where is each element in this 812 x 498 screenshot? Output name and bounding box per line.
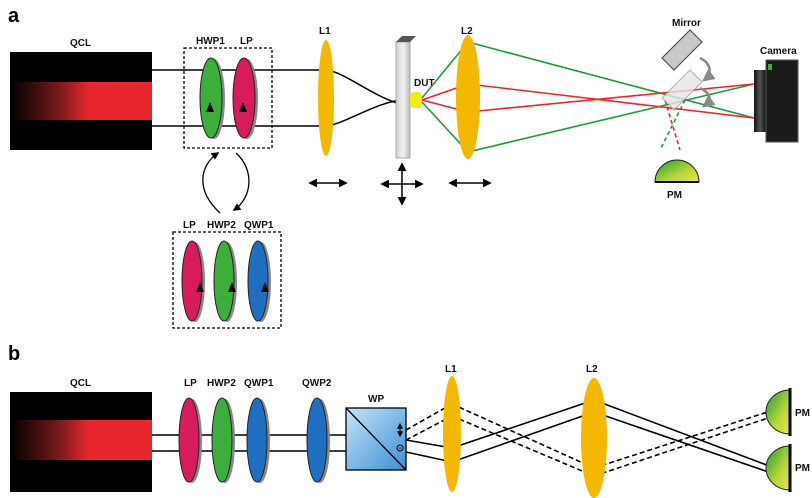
lens-l1-b[interactable] — [443, 376, 461, 492]
dut-label: DUT — [414, 78, 435, 89]
mirror-label: Mirror — [672, 18, 701, 29]
alt-lp-label: LP — [183, 220, 196, 231]
alt-qwp1-plate[interactable] — [247, 240, 271, 322]
power-meter-top-b — [765, 388, 792, 436]
lens-l2-b[interactable] — [581, 378, 607, 498]
lp-plate-a[interactable] — [232, 57, 258, 139]
polarization-arrow-icon — [196, 282, 204, 292]
qwp2-plate-b[interactable] — [306, 397, 330, 483]
dut-holder-top — [396, 36, 416, 42]
camera-label: Camera — [760, 46, 797, 57]
wp-label: WP — [368, 394, 384, 405]
flip-mirror[interactable] — [661, 29, 703, 111]
polarization-arrow-icon — [228, 282, 236, 292]
qwp1-plate-b[interactable] — [246, 397, 270, 483]
lp-plate-b[interactable] — [178, 397, 202, 483]
hwp1-plate[interactable] — [199, 57, 225, 139]
qcl-source-b — [10, 392, 152, 492]
l1-label-a: L1 — [319, 26, 331, 37]
waveplate-box-alt — [172, 231, 282, 329]
camera — [754, 59, 799, 143]
panel-a-letter: a — [8, 5, 20, 27]
pm-bottom-label-b: PM — [795, 463, 810, 474]
l2-label-a: L2 — [461, 26, 473, 37]
panel-b-letter: b — [8, 343, 20, 365]
qcl-label-b: QCL — [70, 378, 91, 389]
dut-sample[interactable] — [410, 92, 422, 108]
waveplate-box-a — [183, 47, 273, 149]
lp-label-a: LP — [240, 36, 253, 47]
dut-holder — [395, 41, 411, 159]
alt-hwp2-plate[interactable] — [213, 240, 237, 322]
beam-lines-a — [152, 69, 401, 127]
solid-beam-b — [405, 399, 781, 477]
polarization-arrow-icon — [396, 422, 404, 452]
pm-label-a: PM — [667, 190, 682, 201]
rotation-arrows-icon — [699, 56, 716, 108]
dashed-beam-b — [405, 403, 781, 477]
polarization-arrow-icon — [206, 102, 214, 112]
qwp2-label-b: QWP2 — [302, 378, 332, 389]
qcl-source-a — [10, 52, 152, 150]
polarization-arrow-icon — [261, 282, 269, 292]
qwp1-label-b: QWP1 — [244, 378, 274, 389]
qcl-label-a: QCL — [70, 38, 91, 49]
polarization-arrow-icon — [239, 102, 247, 112]
l2-label-b: L2 — [586, 364, 598, 375]
wollaston-prism[interactable] — [345, 407, 407, 471]
alt-hwp2-label: HWP2 — [207, 220, 236, 231]
hwp2-label-b: HWP2 — [207, 378, 236, 389]
lens-l2-a[interactable] — [456, 35, 480, 159]
pm-top-label-b: PM — [795, 408, 810, 419]
alt-qwp1-label: QWP1 — [244, 220, 274, 231]
alt-lp-plate[interactable] — [181, 240, 205, 322]
cross-arrow-icon — [380, 162, 424, 206]
lens-l1-a[interactable] — [318, 40, 334, 156]
lp-label-b: LP — [184, 378, 197, 389]
power-meter-a — [654, 159, 700, 183]
hwp1-label: HWP1 — [196, 36, 225, 47]
power-meter-bottom-b — [765, 444, 792, 492]
rotation-arrows-icon — [202, 152, 250, 214]
l1-label-b: L1 — [445, 364, 457, 375]
hwp2-plate-b[interactable] — [211, 397, 235, 483]
